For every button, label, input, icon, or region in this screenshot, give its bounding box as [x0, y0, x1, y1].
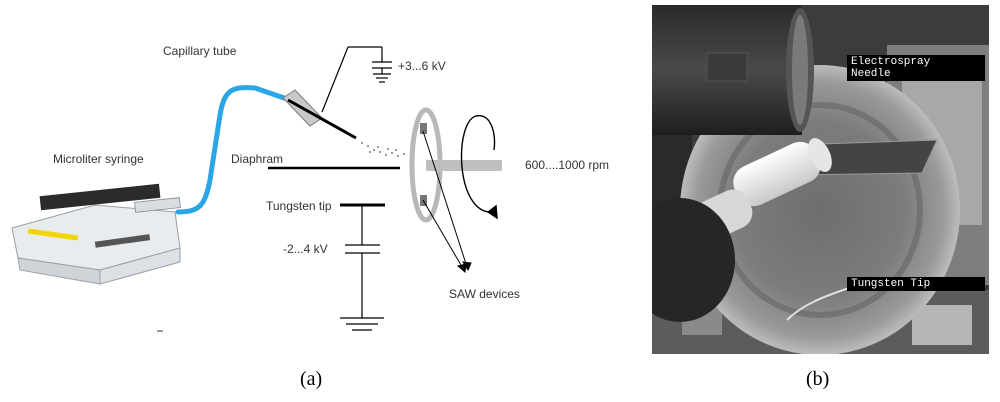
high-voltage-source	[321, 46, 392, 113]
tungsten-tip-photo-label: Tungsten Tip	[847, 277, 985, 291]
tungsten-tip-label: Tungsten tip	[266, 199, 332, 213]
rpm-label: 600....1000 rpm	[525, 158, 610, 172]
capillary-tube	[175, 85, 293, 215]
schematic-panel: Capillary tube Microliter syringe +3...6…	[11, 44, 610, 332]
saw-devices-label: SAW devices	[449, 287, 520, 301]
electrospray-needle-label: Electrospray Needle	[847, 55, 985, 81]
photo-panel: Electrospray Needle Tungsten Tip	[652, 5, 989, 354]
schematic-drawing	[11, 46, 502, 332]
diaphragm-label: Diaphram	[231, 152, 284, 166]
saw-pointer-lines	[422, 130, 472, 273]
tungsten-wire	[786, 286, 853, 321]
needle-label-line2: Needle	[851, 68, 891, 80]
negative-voltage-label: -2...4 kV	[283, 242, 328, 256]
syringe-pump	[11, 183, 181, 285]
electrospray-needle	[282, 89, 357, 140]
high-voltage-label: +3...6 kV	[398, 59, 446, 73]
rotation-arrow	[460, 115, 498, 220]
tungsten-tip-circuit	[340, 203, 385, 331]
caption-b: (b)	[806, 368, 830, 390]
capillary-tube-label: Capillary tube	[163, 44, 237, 58]
needle-label-line1: Electrospray	[851, 56, 931, 68]
spray-droplets	[361, 142, 405, 157]
microliter-syringe-label: Microliter syringe	[53, 152, 144, 166]
camera-lens	[652, 5, 814, 135]
caption-a: (a)	[300, 368, 323, 390]
